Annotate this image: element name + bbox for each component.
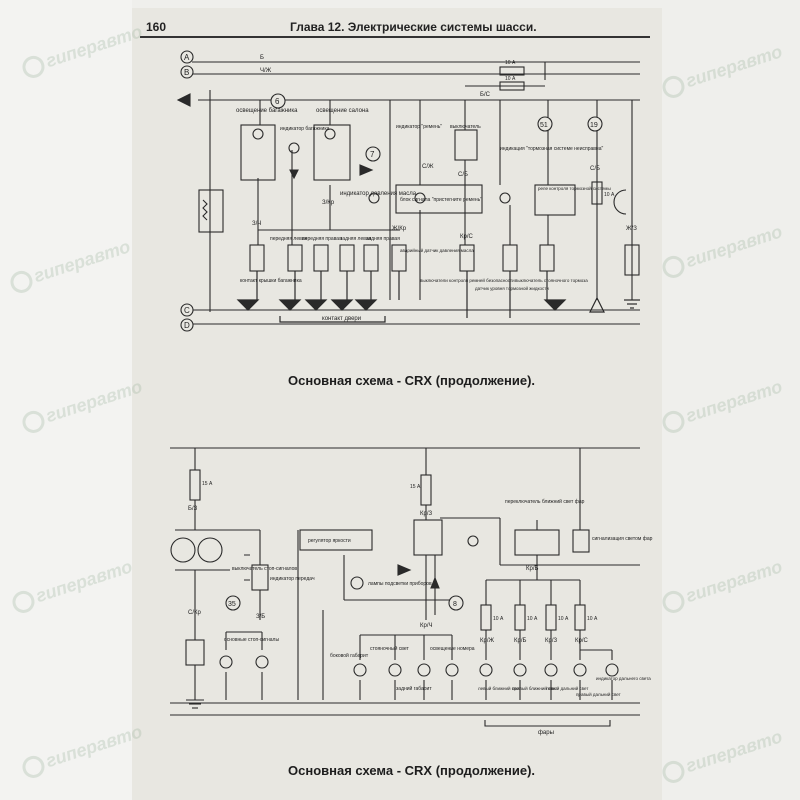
node-number: 7 xyxy=(370,150,375,159)
top-components xyxy=(176,93,640,276)
label-brake-relay: реле контроля тормозной системы xyxy=(538,185,611,191)
label-headlights: фары xyxy=(538,730,554,736)
label-oil-indicator: индикатор давления масла xyxy=(340,191,417,197)
caption-top: Основная схема - CRX (продолжение). xyxy=(288,373,536,388)
label-right-high: правый дальний свет xyxy=(576,691,621,697)
wire-code: Кр/С xyxy=(460,234,473,240)
wire-code: Кр/Ч xyxy=(420,623,433,629)
wire-code: С/Ж xyxy=(422,164,434,170)
wire-code: Кр/Ж xyxy=(480,638,494,644)
label-parking-light: стояночный свет xyxy=(370,645,410,652)
node-number: 51 xyxy=(540,122,548,129)
wire-code: Ж/З xyxy=(626,226,637,232)
bus-letter-a: A xyxy=(184,53,190,62)
wire-code: Кр/Б xyxy=(514,638,526,644)
label-belt-block: блок сигнала "пристегните ремень" xyxy=(400,197,482,203)
node-number: 6 xyxy=(275,97,280,106)
wire-code: Кр/З xyxy=(420,511,432,517)
wire-code: Б/С xyxy=(480,92,491,98)
wire-code: Кр/Б xyxy=(526,566,538,572)
label-side-marker: боковой габарит xyxy=(330,652,369,659)
fuse-rating: 10 А xyxy=(604,192,615,198)
label-gear-indicator: индикатор передач xyxy=(270,576,315,582)
label-brake-fluid: датчик уровня тормозной жидкости xyxy=(475,285,549,291)
top-grounds xyxy=(236,271,640,323)
page-number: 160 xyxy=(146,20,167,34)
wire-code: Кр/С xyxy=(575,638,588,644)
label-trunk-indicator: индикатор багажника xyxy=(280,126,330,132)
label-rear-marker: задний габарит xyxy=(396,685,432,692)
label-right-low: правый ближний свет xyxy=(512,685,557,691)
label-dash-lamps: лампы подсветки приборов xyxy=(368,581,432,587)
label-plate-light: освещение номера xyxy=(430,646,475,652)
header-rule xyxy=(140,36,650,38)
label-rear-right: задняя правая xyxy=(366,236,400,242)
label-parking-brake: выключатель стояночного тормоза xyxy=(515,278,588,283)
wire-code: З/Ч xyxy=(252,221,261,227)
wire-code: Кр/З xyxy=(545,638,557,644)
bottom-ground xyxy=(186,699,204,709)
label-highbeam-signal: сигнализация светом фар xyxy=(592,536,653,542)
fuse-rating: 10 А xyxy=(527,616,538,622)
wire-code: З/Б xyxy=(256,614,265,620)
bus-letter-c: C xyxy=(184,306,190,315)
bottom-node-circles xyxy=(225,595,464,611)
caption-bottom: Основная схема - CRX (продолжение). xyxy=(288,763,536,778)
label-brake-indicator: индикация "тормозная системе неисправна" xyxy=(500,146,603,152)
fuse-rating: 15 А xyxy=(410,484,421,490)
top-bus-terminals xyxy=(180,50,603,332)
book-page xyxy=(132,8,662,800)
fuse-rating: 10 А xyxy=(493,616,504,622)
wire-code: С/Б xyxy=(590,166,600,172)
label-highbeam-indicator: индикатор дальнего света xyxy=(596,676,651,681)
chapter-title: Глава 12. Электрические системы шасси. xyxy=(290,20,537,34)
label-front-left: передняя левая xyxy=(270,236,308,242)
label-brake-switch: выключатель стоп-сигналов xyxy=(232,566,297,572)
label-door-contact: контакт двери xyxy=(322,316,361,322)
wire-code: Б/З xyxy=(188,506,198,512)
wire-code: Ч/Ж xyxy=(260,68,272,74)
label-trunk-light: освещение багажника xyxy=(236,108,298,114)
fuse-rating: 10 А xyxy=(505,60,516,66)
node-number: 19 xyxy=(590,122,598,129)
label-cabin-light: освещение салона xyxy=(316,108,369,114)
node-number: 35 xyxy=(228,601,236,608)
label-switch: выключатель xyxy=(450,124,481,130)
label-main-stoplights: основные стоп-сигналы xyxy=(224,637,279,643)
label-oil-sensor: аварийный датчик давления масла xyxy=(400,247,474,253)
fuse-rating: 15 А xyxy=(202,481,213,487)
label-dimmer-switch: переключатель ближний свет фар xyxy=(505,498,585,505)
label-left-low: левый ближний свет xyxy=(478,685,521,691)
fuse-rating: 10 А xyxy=(587,616,598,622)
page-gutter xyxy=(0,0,132,800)
fuse-rating: 10 А xyxy=(558,616,569,622)
wire-code: С/Б xyxy=(458,172,468,178)
label-brightness-regulator: регулятор яркости xyxy=(308,538,351,544)
wire-code: Ж/Кр xyxy=(392,226,407,232)
bus-letter-b: B xyxy=(184,68,189,77)
top-fuse-box xyxy=(499,66,603,205)
bottom-diagram-wires xyxy=(170,447,640,727)
node-number: 8 xyxy=(453,601,457,608)
label-front-right: передняя правая xyxy=(302,236,342,242)
wire-code: С/Кр xyxy=(188,610,201,616)
wire-code: Б xyxy=(260,55,264,61)
label-belt-indicator: индикатор "ремень" xyxy=(396,124,442,130)
label-trunk-contact: контакт крышки багажника xyxy=(240,278,302,284)
wire-code: З/Кр xyxy=(322,200,335,206)
label-rear-left: задняя левая xyxy=(340,236,372,242)
fuse-rating: 10 А xyxy=(505,76,516,82)
label-left-high: левый дальний свет xyxy=(546,685,588,691)
bus-letter-d: D xyxy=(184,321,190,330)
bottom-lamps xyxy=(219,655,619,677)
bottom-components xyxy=(170,469,590,666)
label-belt-switch: выключатели контроля ремней безопасности xyxy=(420,277,515,283)
